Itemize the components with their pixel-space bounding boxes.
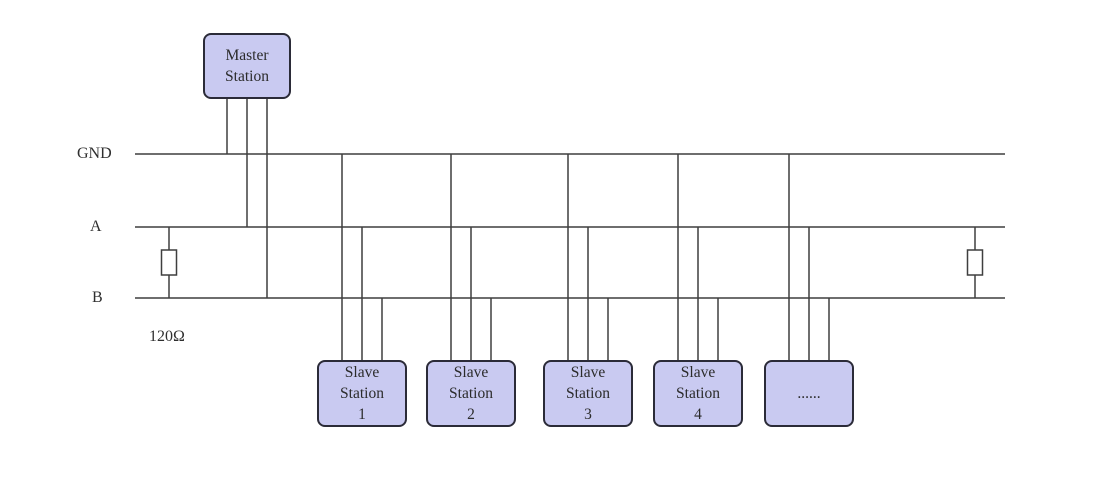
termination-resistor bbox=[160, 249, 178, 276]
bus-label-a: A bbox=[90, 218, 102, 235]
bus-label-gnd: GND bbox=[77, 145, 112, 162]
termination-resistor-label: 120Ω bbox=[149, 328, 185, 345]
slave-station-1-label-line: Slave bbox=[344, 364, 380, 381]
termination-resistors bbox=[160, 227, 984, 298]
master-drop-wires bbox=[226, 99, 268, 298]
termination-resistor bbox=[966, 249, 984, 276]
slave-station-2-label-line: Slave bbox=[453, 364, 489, 381]
slave-station-3-label-line: 3 bbox=[584, 406, 592, 423]
slave-station-1-label-line: Station bbox=[340, 385, 384, 402]
slave-station-4-label-line: Station bbox=[676, 385, 720, 402]
slave-station-3-label-line: Station bbox=[566, 385, 610, 402]
master-station-box: Master Station bbox=[203, 33, 291, 99]
master-station-label-line: Station bbox=[225, 68, 269, 85]
slave-station-1-label-line: 1 bbox=[358, 406, 366, 423]
bus-lines bbox=[135, 153, 1005, 299]
more-stations-box: ...... bbox=[764, 360, 854, 427]
slave-station-4-label-line: 4 bbox=[694, 406, 702, 423]
slave-station-3-label-line: Slave bbox=[570, 364, 606, 381]
bus-label-b: B bbox=[92, 289, 103, 306]
station-drop-wires bbox=[341, 154, 830, 360]
master-station-label-line: Master bbox=[225, 47, 269, 64]
more-stations-label-line: ...... bbox=[797, 385, 821, 402]
slave-station-2-label-line: 2 bbox=[467, 406, 475, 423]
slave-station-4-label-line: Slave bbox=[680, 364, 716, 381]
slave-station-2-label-line: Station bbox=[449, 385, 493, 402]
